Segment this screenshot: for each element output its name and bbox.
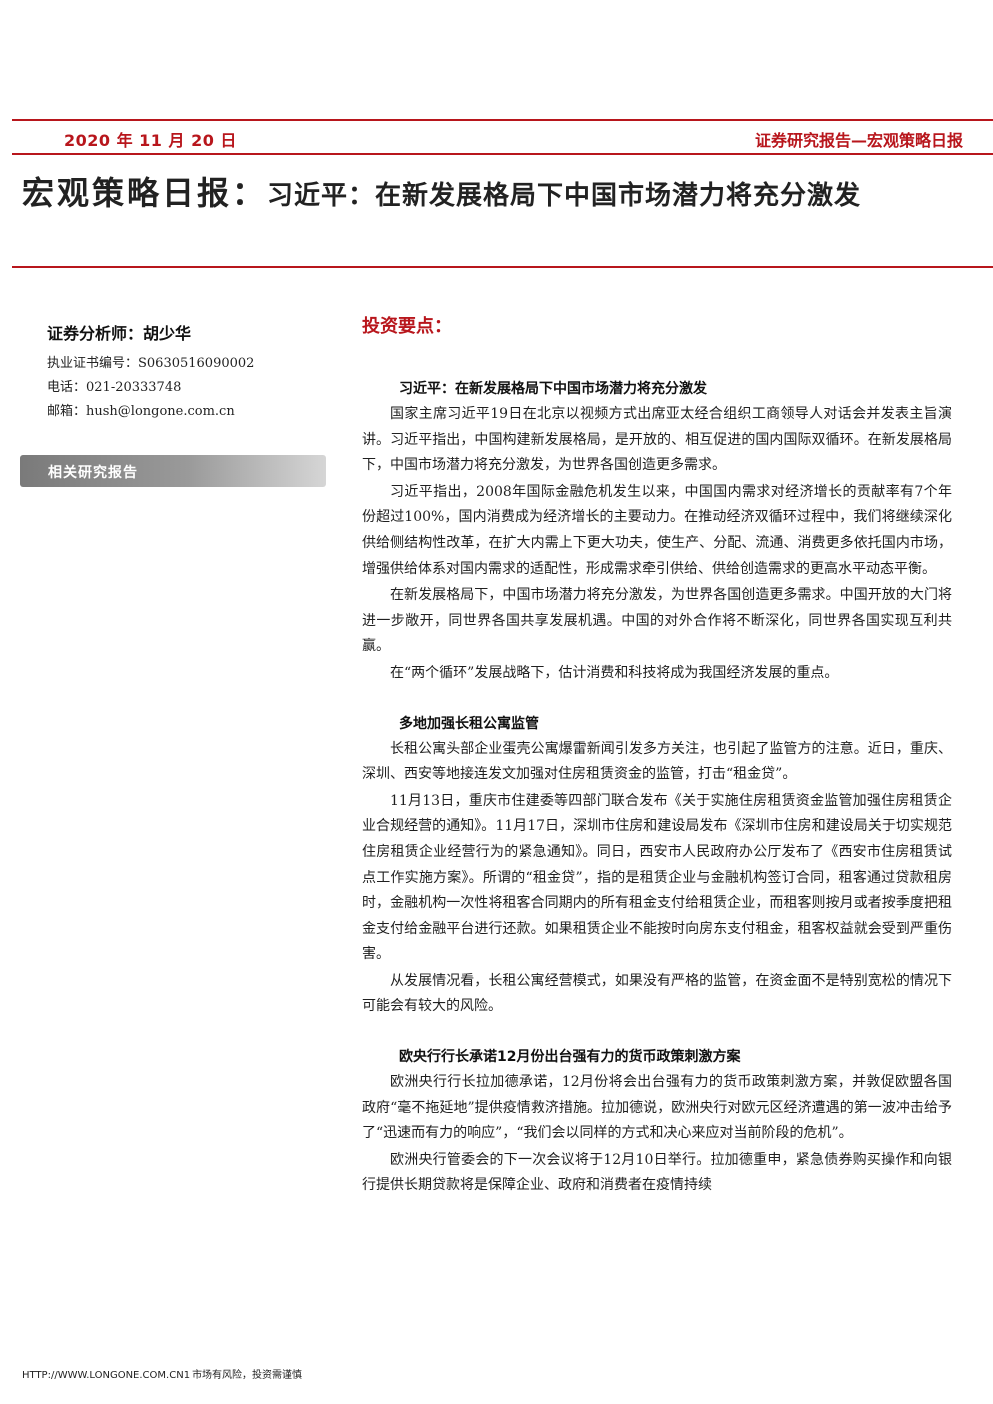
paragraph: 从发展情况看，长租公寓经营模式，如果没有严格的监管，在资金面不是特别宽松的情况下… bbox=[362, 972, 952, 1015]
title-divider bbox=[12, 266, 993, 268]
paragraph: 国家主席习近平19日在北京以视频方式出席亚太经合组织工商领导人对话会并发表主旨演… bbox=[362, 406, 952, 474]
related-reports-label: 相关研究报告 bbox=[48, 465, 138, 481]
page-number: 1 bbox=[183, 1370, 191, 1381]
report-title: 宏观策略日报：习近平：在新发展格局下中国市场潜力将充分激发 bbox=[22, 168, 982, 214]
paragraph: 欧洲央行行长拉加德承诺，12月份将会出台强有力的货币政策刺激方案，并敦促欧盟各国… bbox=[362, 1074, 952, 1142]
paragraph: 在新发展格局下，中国市场潜力将充分激发，为世界各国创造更多需求。中国开放的大门将… bbox=[362, 587, 952, 655]
paragraph: 欧洲央行管委会的下一次会议将于12月10日举行。拉加德重申，紧急债券购买操作和向… bbox=[362, 1151, 952, 1194]
analyst-cert: 执业证书编号：S0630516090002 bbox=[47, 356, 255, 371]
report-header-bar: 2020 年 11 月 20 日 证券研究报告—宏观策略日报 bbox=[12, 119, 993, 155]
report-title-main: 宏观策略日报： bbox=[22, 174, 268, 212]
paragraph: 在“两个循环”发展战略下，估计消费和科技将成为我国经济发展的重点。 bbox=[390, 664, 839, 681]
section-ecb-stimulus: 欧央行行长承诺12月份出台强有力的货币政策刺激方案 欧洲央行行长拉加德承诺，12… bbox=[362, 1046, 952, 1199]
section-title: 多地加强长租公寓监管 bbox=[399, 715, 539, 732]
analyst-name: 证券分析师：胡少华 bbox=[47, 324, 192, 343]
section-xi-jinping: 习近平：在新发展格局下中国市场潜力将充分激发 国家主席习近平19日在北京以视频方… bbox=[362, 378, 952, 687]
footer-risk-note: 市场有风险，投资需谨慎 bbox=[192, 1370, 303, 1381]
section-title: 习近平：在新发展格局下中国市场潜力将充分激发 bbox=[399, 381, 707, 397]
related-reports-bar: 相关研究报告 bbox=[20, 455, 326, 487]
paragraph: 习近平指出，2008年国际金融危机发生以来，中国国内需求对经济增长的贡献率有7个… bbox=[362, 483, 952, 577]
footer-url[interactable]: HTTP://WWW.LONGONE.COM.CN bbox=[22, 1370, 184, 1381]
paragraph: 长租公寓头部企业蛋壳公寓爆雷新闻引发多方关注，也引起了监管方的注意。近日，重庆、… bbox=[362, 740, 952, 783]
main-content: 投资要点： 习近平：在新发展格局下中国市场潜力将充分激发 国家主席习近平19日在… bbox=[362, 312, 952, 1225]
paragraph: 11月13日，重庆市住建委等四部门联合发布《关于实施住房租赁资金监管加强住房租赁… bbox=[362, 792, 952, 963]
report-date: 2020 年 11 月 20 日 bbox=[64, 131, 237, 150]
section-title: 欧央行行长承诺12月份出台强有力的货币政策刺激方案 bbox=[399, 1049, 741, 1066]
investment-points-heading: 投资要点： bbox=[362, 316, 452, 337]
analyst-email[interactable]: 邮箱：hush@longone.com.cn bbox=[47, 404, 235, 419]
section-rental-regulation: 多地加强长租公寓监管 长租公寓头部企业蛋壳公寓爆雷新闻引发多方关注，也引起了监管… bbox=[362, 713, 952, 1021]
analyst-info: 证券分析师：胡少华 执业证书编号：S0630516090002 电话：021-2… bbox=[47, 320, 337, 424]
report-title-sub: 习近平：在新发展格局下中国市场潜力将充分激发 bbox=[267, 181, 862, 211]
analyst-phone: 电话：021-20333748 bbox=[47, 380, 182, 395]
report-series: 证券研究报告—宏观策略日报 bbox=[754, 131, 963, 150]
